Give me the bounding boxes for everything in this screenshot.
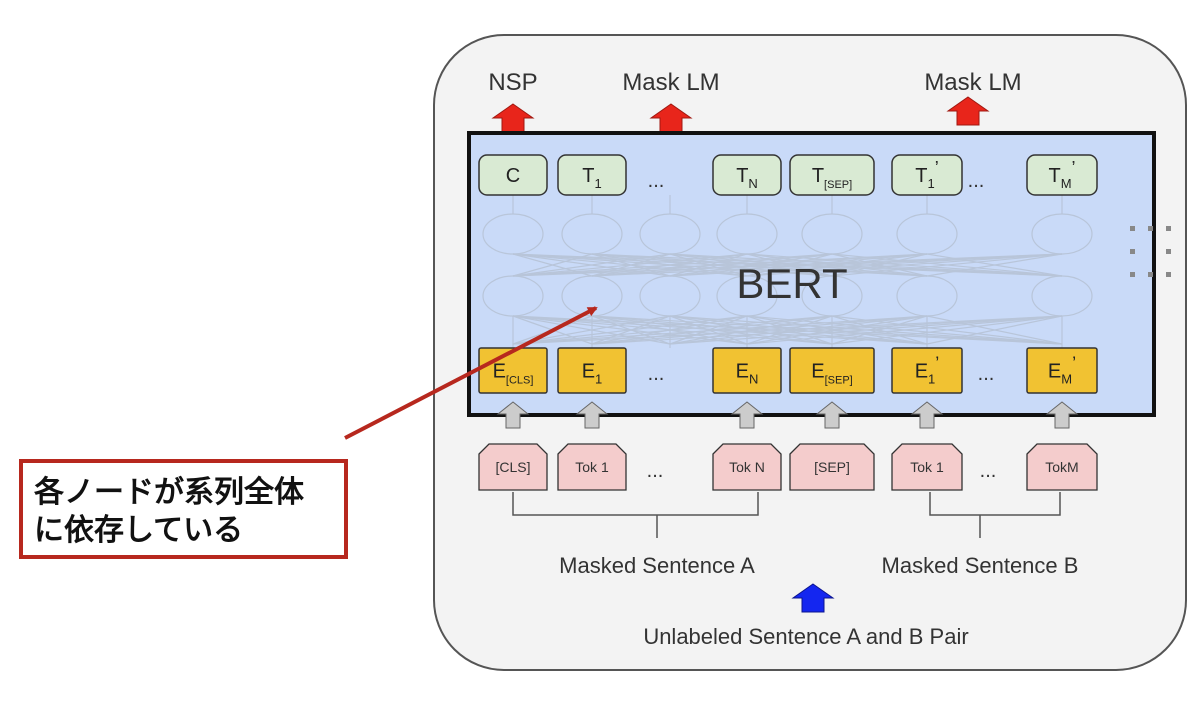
embedding-node-0: E[CLS] — [478, 347, 548, 394]
continuation-dots — [1130, 226, 1171, 277]
output-node-label: C — [506, 165, 520, 187]
embedding-node-label: EN — [736, 361, 759, 387]
embedding-node-3: E[SEP] — [789, 347, 875, 394]
token-label: [CLS] — [495, 459, 530, 475]
embedding-ellipsis-2: ... — [978, 363, 995, 385]
token-1: Tok 1 — [557, 443, 627, 491]
input-arrow-3 — [815, 401, 849, 429]
output-node-main: T — [915, 165, 927, 187]
embedding-ellipsis-1: ... — [648, 363, 665, 385]
mask-lm-label-2: Mask LM — [924, 69, 1021, 96]
input-arrow-2 — [730, 401, 764, 429]
output-node-0: C — [478, 154, 548, 196]
input-arrow-5 — [1045, 401, 1079, 429]
token-label: Tok N — [729, 459, 765, 475]
embedding-node-main: E — [582, 361, 595, 383]
embedding-node-5: EM’ — [1026, 347, 1098, 394]
input-arrow-1 — [575, 401, 609, 429]
output-node-label: T[SEP] — [812, 165, 852, 191]
output-node-label: TM’ — [1048, 158, 1075, 191]
mask-lm-up-arrow-2 — [946, 96, 990, 126]
pair-label: Unlabeled Sentence A and B Pair — [643, 624, 968, 649]
embedding-node-label: E1’ — [915, 354, 940, 387]
embedding-node-main: E — [1048, 361, 1061, 383]
embedding-node-main: E — [736, 361, 749, 383]
token-4: Tok 1 — [891, 443, 963, 491]
embedding-node-main: E — [811, 361, 824, 383]
embedding-node-1: E1 — [557, 347, 627, 394]
embedding-node-label: E[CLS] — [493, 361, 534, 387]
embedding-nodes: E[CLS] E1 EN E[SEP] E1’ EM’ — [478, 347, 1098, 394]
sentence-a-label: Masked Sentence A — [559, 553, 755, 578]
output-node-label: T1’ — [915, 158, 938, 191]
sentence-b-bracket — [929, 492, 1061, 538]
embedding-node-2: EN — [712, 347, 782, 394]
token-label: TokM — [1045, 459, 1078, 475]
token-3: [SEP] — [789, 443, 875, 491]
token-label: [SEP] — [814, 459, 850, 475]
pair-up-arrow — [791, 583, 835, 613]
annotation-line-2: に依存している — [34, 513, 243, 548]
sentence-b-label: Masked Sentence B — [882, 553, 1079, 578]
embedding-node-main: E — [915, 361, 928, 383]
embedding-node-4: E1’ — [891, 347, 963, 394]
output-node-main: T — [1048, 165, 1060, 187]
sentence-a-bracket — [512, 492, 759, 538]
output-node-main: T — [812, 165, 824, 187]
output-ellipsis-1: ... — [648, 170, 665, 192]
input-arrows — [496, 401, 1079, 429]
embedding-node-label: E[SEP] — [811, 361, 852, 387]
mask-lm-label-1: Mask LM — [622, 69, 719, 96]
annotation-pointer — [344, 306, 598, 440]
output-node-main: T — [736, 165, 748, 187]
output-node-main: C — [506, 165, 520, 187]
token-nodes: [CLS] Tok 1 Tok N [SEP] Tok 1 TokM — [478, 443, 1098, 491]
embedding-node-label: E1 — [582, 361, 603, 387]
nsp-label: NSP — [488, 69, 537, 96]
output-node-3: T[SEP] — [789, 154, 875, 196]
token-0: [CLS] — [478, 443, 548, 491]
output-node-main: T — [582, 165, 594, 187]
bert-label: BERT — [736, 260, 847, 307]
input-arrow-4 — [910, 401, 944, 429]
token-5: TokM — [1026, 443, 1098, 491]
embedding-node-label: EM’ — [1048, 354, 1076, 387]
transformer-network — [482, 195, 1093, 348]
output-node-label: T1 — [582, 165, 601, 191]
output-ellipsis-2: ... — [968, 170, 985, 192]
output-node-5: TM’ — [1026, 154, 1098, 196]
output-nodes: C T1 TN T[SEP] T1’ TM’ — [478, 154, 1098, 196]
output-node-1: T1 — [557, 154, 627, 196]
output-node-2: TN — [712, 154, 782, 196]
input-arrow-0 — [496, 401, 530, 429]
token-ellipsis-2: ... — [980, 460, 997, 482]
output-node-4: T1’ — [891, 154, 963, 196]
token-label: Tok 1 — [575, 459, 609, 475]
output-node-label: TN — [736, 165, 758, 191]
annotation-box — [19, 459, 348, 559]
token-ellipsis-1: ... — [647, 460, 664, 482]
annotation-line-1: 各ノードが系列全体 — [33, 475, 305, 510]
embedding-node-main: E — [493, 361, 506, 383]
token-2: Tok N — [712, 443, 782, 491]
token-label: Tok 1 — [910, 459, 944, 475]
